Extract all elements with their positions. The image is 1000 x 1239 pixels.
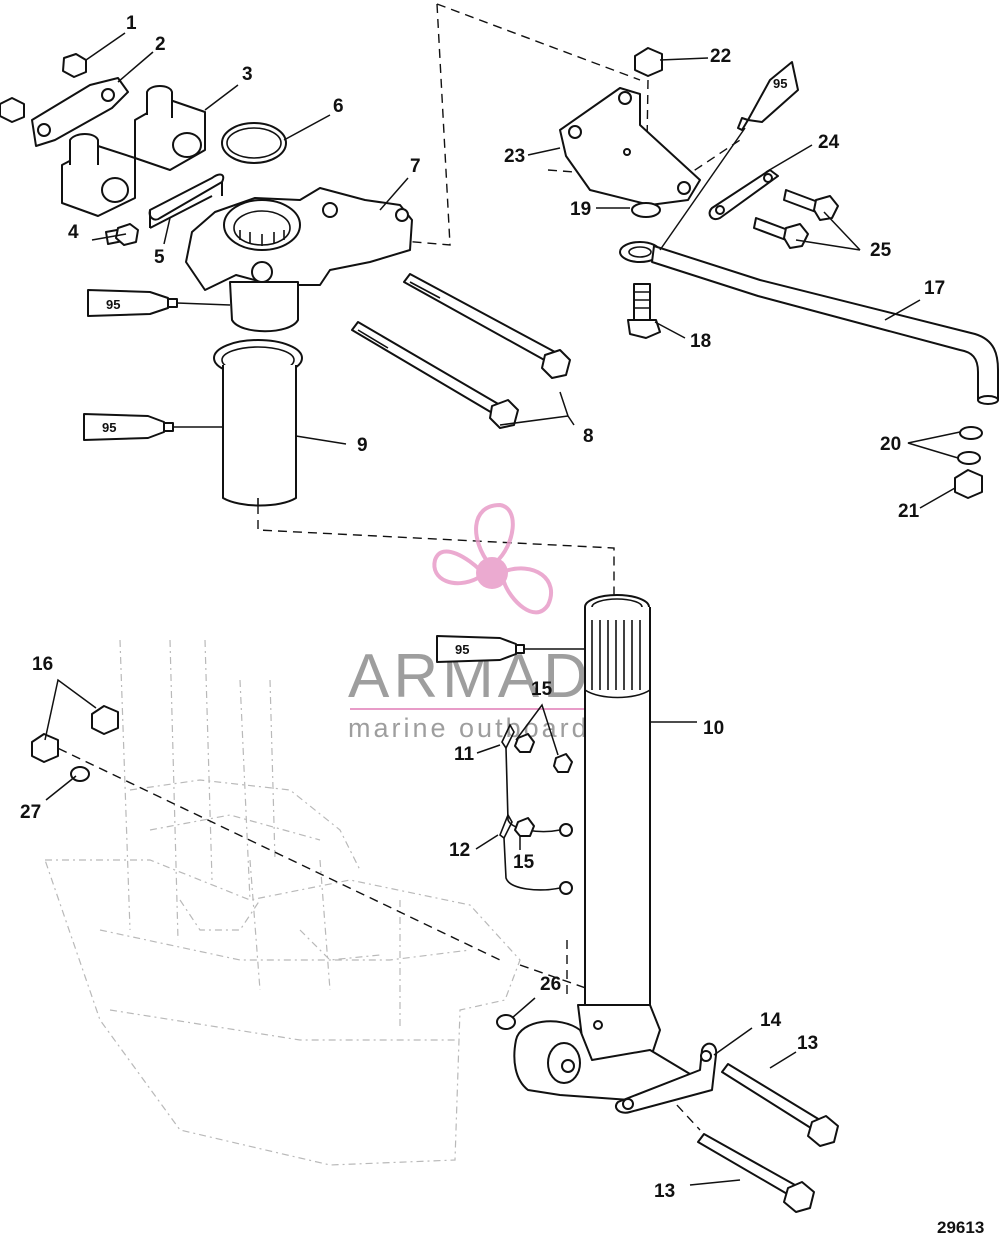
part-22-nut xyxy=(634,47,663,77)
callout-24: 24 xyxy=(818,132,840,153)
callout-7: 7 xyxy=(410,156,421,177)
part-lower-yoke xyxy=(513,1020,701,1101)
callout-numbers: 1 2 3 4 5 6 7 8 9 10 11 12 13 13 14 15 1… xyxy=(20,13,945,1202)
sealant-tube-c: 95 xyxy=(436,635,588,663)
part-8-bolts xyxy=(351,273,571,429)
part-9-bushing xyxy=(213,339,303,507)
sealant-tube-label: 95 xyxy=(102,420,116,435)
sealant-tube-a: 95 xyxy=(87,289,231,317)
callout-10: 10 xyxy=(703,718,724,739)
callout-16: 16 xyxy=(32,654,53,675)
callout-20: 20 xyxy=(880,434,901,455)
part-25-bolts xyxy=(753,189,839,249)
callout-17: 17 xyxy=(924,278,945,299)
watermark-tagline: marine outboards xyxy=(348,713,606,743)
callout-22: 22 xyxy=(710,46,731,67)
part-21-nut xyxy=(954,469,983,499)
part-23-bracket xyxy=(559,87,701,206)
callout-6: 6 xyxy=(333,96,344,117)
part-24-plate xyxy=(708,169,779,220)
callout-3: 3 xyxy=(242,64,253,85)
part-16-nuts xyxy=(31,705,119,763)
callout-14: 14 xyxy=(760,1010,782,1031)
callout-2: 2 xyxy=(155,34,166,55)
callout-18: 18 xyxy=(690,331,711,352)
part-1-nut xyxy=(0,53,87,123)
part-5-shim xyxy=(148,173,225,229)
propeller-logo-icon xyxy=(432,502,553,615)
part-18-bolt xyxy=(627,283,661,339)
callout-4: 4 xyxy=(68,222,79,243)
part-6-ring xyxy=(221,122,287,164)
sealant-tube-label: 95 xyxy=(455,642,469,657)
callout-27: 27 xyxy=(20,802,41,823)
sealant-tube-label: 95 xyxy=(773,76,787,91)
part-10-steering-tube xyxy=(577,594,661,1063)
part-27-washer xyxy=(70,766,90,782)
callout-1: 1 xyxy=(126,13,137,34)
part-2-bracket xyxy=(31,77,129,147)
part-20-washers xyxy=(957,426,983,465)
callout-5: 5 xyxy=(154,247,165,268)
figure-number: 29613 xyxy=(937,1218,984,1237)
ghost-outboard-housing xyxy=(44,639,521,1166)
leader-lines xyxy=(44,32,961,1186)
callout-8: 8 xyxy=(583,426,594,447)
part-13-bolts xyxy=(697,1063,839,1213)
part-17-link-rod xyxy=(619,241,999,405)
part-12-ground-strap xyxy=(499,813,573,895)
part-7-steering-arm xyxy=(185,187,413,333)
callout-13: 13 xyxy=(797,1033,818,1054)
sealant-tube-d: 95 xyxy=(737,61,799,131)
callout-25: 25 xyxy=(870,240,892,261)
sealant-tube-label: 95 xyxy=(106,297,120,312)
callout-15: 15 xyxy=(513,852,535,873)
callout-23: 23 xyxy=(504,146,525,167)
part-14-strap xyxy=(614,1042,718,1114)
callout-19: 19 xyxy=(570,199,591,220)
part-3-mount xyxy=(61,85,206,217)
part-19-washer xyxy=(631,202,661,218)
callout-26: 26 xyxy=(540,974,561,995)
callout-12: 12 xyxy=(449,840,470,861)
callout-21: 21 xyxy=(898,501,920,522)
callout-11: 11 xyxy=(454,744,475,765)
sealant-tube-b: 95 xyxy=(83,413,223,441)
callout-13: 13 xyxy=(654,1181,675,1202)
part-26-washer xyxy=(496,1014,516,1030)
callout-15: 15 xyxy=(531,679,553,700)
part-15-screws xyxy=(514,733,573,837)
callout-9: 9 xyxy=(357,435,368,456)
